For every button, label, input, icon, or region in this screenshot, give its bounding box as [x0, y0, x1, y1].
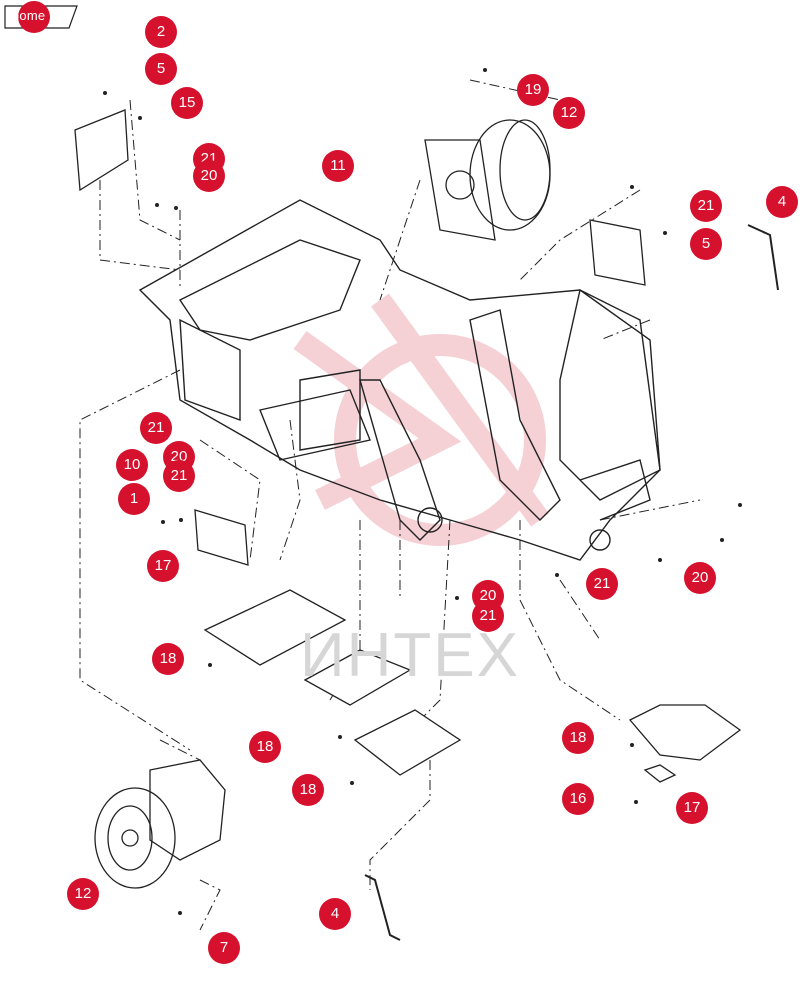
- watermark-logo: [293, 293, 549, 546]
- callout-4[interactable]: 4: [319, 898, 351, 930]
- watermark-text: ИНТЕХ: [300, 621, 520, 690]
- callout-20[interactable]: 20: [684, 562, 716, 594]
- callout-21[interactable]: 21: [140, 412, 172, 444]
- callout-19[interactable]: 19: [517, 74, 549, 106]
- lower-drive-hub: [94, 759, 226, 889]
- callout-12[interactable]: 12: [67, 878, 99, 910]
- callout-5[interactable]: 5: [690, 228, 722, 260]
- callout-10[interactable]: 10: [116, 449, 148, 481]
- callout-18[interactable]: 18: [152, 643, 184, 675]
- callout-4[interactable]: 4: [766, 186, 798, 218]
- callout-18[interactable]: 18: [292, 774, 324, 806]
- home-button[interactable]: [18, 1, 50, 33]
- main-frame: [138, 199, 661, 561]
- cover-plates: [74, 109, 742, 783]
- callout-18[interactable]: 18: [562, 722, 594, 754]
- callout-7[interactable]: 7: [208, 932, 240, 964]
- callout-11[interactable]: 11: [322, 150, 354, 182]
- rods: [364, 224, 779, 941]
- callout-2[interactable]: 2: [145, 16, 177, 48]
- callout-12[interactable]: 12: [553, 97, 585, 129]
- callout-21[interactable]: 21: [586, 568, 618, 600]
- callout-17[interactable]: 17: [147, 550, 179, 582]
- callout-15[interactable]: 15: [171, 87, 203, 119]
- callout-21[interactable]: 21: [163, 460, 195, 492]
- upper-drive-hub: [424, 119, 551, 241]
- home-link[interactable]: home: [12, 8, 46, 23]
- callout-21[interactable]: 21: [690, 190, 722, 222]
- callout-20[interactable]: 20: [193, 160, 225, 192]
- callout-16[interactable]: 16: [562, 783, 594, 815]
- callout-5[interactable]: 5: [145, 53, 177, 85]
- callout-17[interactable]: 17: [676, 792, 708, 824]
- callout-18[interactable]: 18: [249, 731, 281, 763]
- bolts: [103, 68, 742, 915]
- callout-1[interactable]: 1: [118, 483, 150, 515]
- leader-lines: [79, 79, 701, 931]
- callout-21[interactable]: 21: [472, 600, 504, 632]
